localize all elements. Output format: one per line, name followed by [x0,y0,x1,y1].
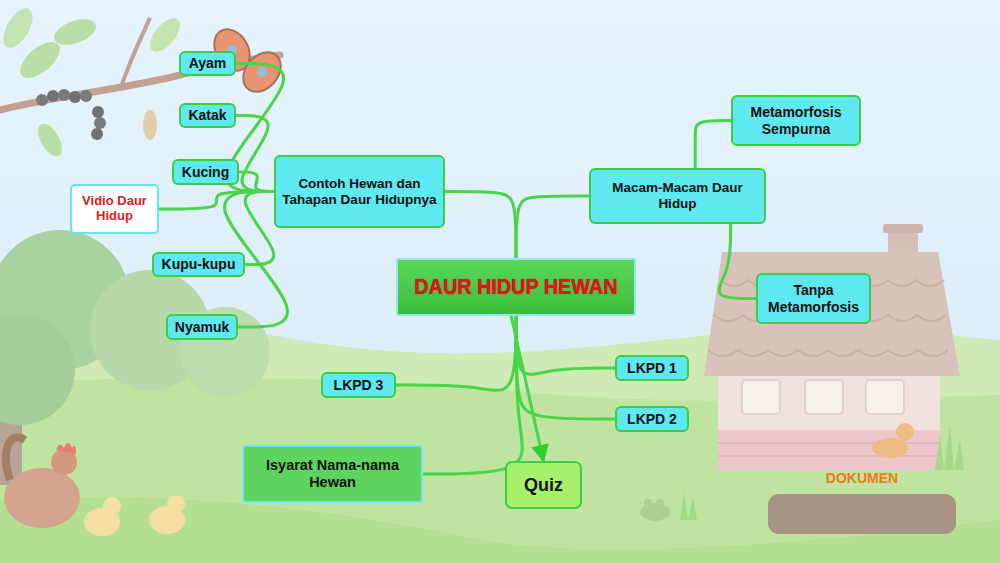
node-text: Nyamuk [175,319,229,335]
node-text: Ayam [189,55,227,71]
branch-connector [719,224,756,299]
worksheet-box: LKPD 1 [615,355,689,381]
sign-language-box: Isyarat Nama-nama Hewan [242,445,423,503]
node-text: LKPD 3 [334,377,384,393]
video-link-box: Vidio Daur Hidup [70,184,159,234]
branch-connector [236,116,274,192]
branch-topic: Contoh Hewan dan Tahapan Daur Hidupnya [274,155,445,228]
leaf-topic: Metamorfosis Sempurna [731,95,861,146]
branch-connector [245,192,274,265]
branch-connector [423,316,522,474]
node-text: Kucing [182,164,229,180]
branch-connector [516,316,615,374]
node-text: DOKUMEN [826,470,898,486]
document-box: DOKUMEN [768,470,956,534]
node-text: LKPD 2 [627,411,677,427]
node-text: DAUR HIDUP HEWAN [414,274,617,299]
central-topic: DAUR HIDUP HEWAN [396,258,636,316]
node-text: Tanpa Metamorfosis [761,282,866,314]
branch-connector [396,316,516,390]
node-text: Katak [188,107,226,123]
node-text: LKPD 1 [627,360,677,376]
branch-connector [445,192,516,259]
leaf-topic: Kupu-kupu [152,252,245,277]
worksheet-box: LKPD 2 [615,406,689,432]
node-text: Isyarat Nama-nama Hewan [248,457,417,490]
node-text: Kupu-kupu [162,256,236,272]
quiz-button: Quiz [505,461,582,509]
document-panel [768,494,956,534]
branch-connector [695,121,731,169]
node-text: Contoh Hewan dan Tahapan Daur Hidupnya [278,176,441,207]
node-text: Quiz [524,475,563,496]
node-text: Vidio Daur Hidup [72,194,157,224]
worksheet-box: LKPD 3 [321,372,396,398]
leaf-topic: Tanpa Metamorfosis [756,273,871,324]
leaf-topic: Ayam [179,51,236,76]
leaf-topic: Kucing [172,159,239,185]
branch-connector [511,316,543,461]
branch-connector [239,172,274,192]
branch-connector [159,192,274,210]
branch-connector [516,196,589,258]
node-text: Metamorfosis Sempurna [736,104,856,136]
node-text: Macam-Macam Daur Hidup [593,180,762,211]
leaf-topic: Katak [179,103,236,128]
branch-topic: Macam-Macam Daur Hidup [589,168,766,224]
leaf-topic: Nyamuk [166,314,238,340]
